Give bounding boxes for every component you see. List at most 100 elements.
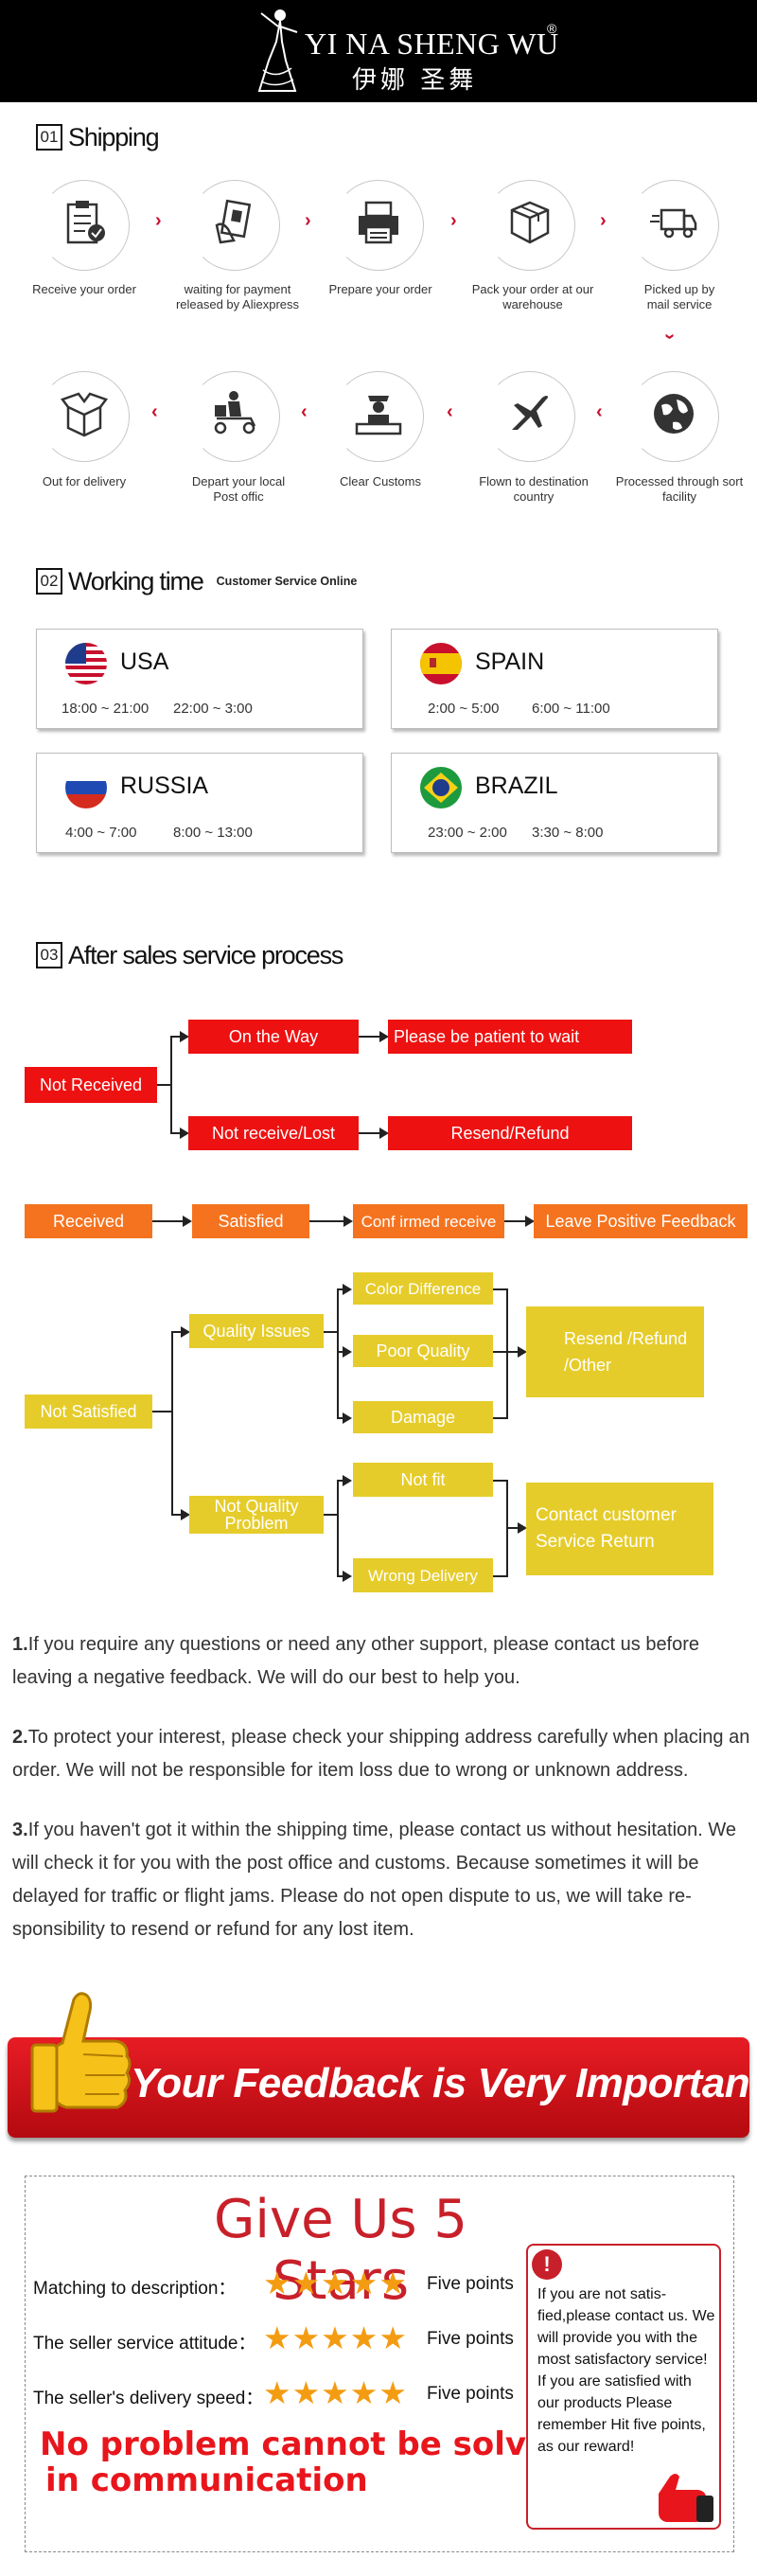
time-range: 4:00 ~ 7:00 [65, 825, 137, 841]
step-circle [39, 180, 130, 271]
step-label: Depart your local Post offic [191, 474, 286, 504]
arrow-right-icon [525, 1216, 535, 1227]
after-sales-heading: 03 After sales service process [36, 939, 343, 971]
thumbs-up-icon [30, 1992, 132, 2113]
connector-line [337, 1480, 339, 1576]
thumbs-up-hand-icon [659, 2474, 713, 2522]
country-name: BRAZIL [475, 773, 558, 799]
step-label: Receive your order [32, 282, 136, 296]
step-label: waiting for payment released by Aliexpre… [175, 282, 300, 311]
connector-line [493, 1417, 506, 1419]
connector-line [337, 1417, 344, 1419]
no-problem-text: No problem cannot be solved in communica… [40, 2426, 571, 2498]
rating-label: Matching to description： [33, 2279, 237, 2299]
connector-line [157, 1084, 170, 1086]
arrow-right-icon [183, 1216, 192, 1227]
arrow-right-icon [343, 1346, 352, 1358]
shipping-heading: 01 Shipping [36, 121, 160, 153]
connector-line [171, 1331, 173, 1515]
section-number: 02 [36, 568, 62, 595]
connector-line [493, 1575, 506, 1577]
connector-line [359, 1036, 381, 1038]
connector-line [337, 1288, 344, 1290]
time-range: 2:00 ~ 5:00 [428, 701, 500, 717]
damage-box: Damage [353, 1401, 493, 1433]
received-box: Received [25, 1204, 152, 1238]
step-circle [628, 371, 719, 462]
arrow-right-icon [518, 1346, 527, 1358]
quality-issues-box: Quality Issues [189, 1314, 324, 1348]
rating-points: Five points [427, 2274, 514, 2294]
clipboard-check-icon [66, 201, 105, 244]
chevron-left-icon: ‹ [596, 401, 603, 422]
chevron-left-icon: ‹ [151, 401, 158, 422]
section-title: Shipping [68, 122, 160, 151]
time-range: 23:00 ~ 2:00 [428, 825, 507, 841]
country-card-russia: RUSSIA 4:00 ~ 7:00 8:00 ~ 13:00 [36, 753, 363, 853]
time-range: 22:00 ~ 3:00 [173, 701, 253, 717]
connector-line [337, 1351, 344, 1353]
note-text: If you haven't got it within the shippin… [12, 1820, 737, 1940]
step-circle [189, 180, 280, 271]
connector-line [506, 1288, 508, 1419]
russia-flag-icon [65, 767, 107, 808]
connector-line [170, 1132, 182, 1134]
arrow-right-icon [379, 1128, 389, 1139]
note-number: 1. [12, 1634, 28, 1655]
chevron-left-icon: ‹ [301, 401, 308, 422]
resend-refund-other-box: Resend /Refund /Other [526, 1306, 704, 1397]
note-number: 3. [12, 1820, 28, 1840]
connector-line [152, 1411, 171, 1412]
step-label: Flown to destination country [479, 474, 589, 504]
satisfaction-note-text: If you are not satis-fied,please contact… [537, 2286, 715, 2455]
time-range: 3:30 ~ 8:00 [532, 825, 604, 841]
arrow-right-icon [180, 1031, 189, 1042]
section-subtitle: Customer Service Online [216, 575, 358, 588]
connector-line [170, 1036, 182, 1038]
connector-line [493, 1288, 506, 1290]
brazil-flag-icon [420, 767, 462, 808]
step-label: Processed through sort facility [615, 474, 744, 504]
connector-line [508, 1527, 519, 1529]
note-3: 3.If you haven't got it within the shipp… [12, 1814, 750, 1946]
connector-line [324, 1514, 337, 1516]
brand-header: YI NA SHENG WU ® 伊娜 圣舞 [0, 0, 757, 102]
connector-line [337, 1480, 344, 1482]
arrow-right-icon [379, 1031, 389, 1042]
connector-line [171, 1514, 183, 1516]
note-2: 2.To protect your interest, please check… [12, 1721, 750, 1787]
no-problem-line: in communication [45, 2461, 368, 2499]
arrow-right-icon [180, 1128, 189, 1139]
confirmed-receive-box: Conf irmed receive [353, 1204, 504, 1238]
color-difference-box: Color Difference [353, 1272, 493, 1305]
leave-feedback-box: Leave Positive Feedback [534, 1204, 748, 1238]
time-range: 18:00 ~ 21:00 [62, 701, 150, 717]
country-card-spain: SPAIN 2:00 ~ 5:00 6:00 ~ 11:00 [391, 629, 718, 729]
rating-stars: ★★★★★ [263, 2265, 408, 2301]
step-circle [628, 180, 719, 271]
give-stars-title: Give Us 5 Stars [214, 2189, 467, 2312]
connector-line [170, 1036, 172, 1133]
connector-line [493, 1480, 506, 1482]
section-number: 01 [36, 124, 62, 151]
on-the-way-box: On the Way [188, 1020, 359, 1054]
open-box-icon [60, 392, 109, 437]
no-problem-line: No problem cannot be solved [40, 2425, 572, 2463]
connector-line [171, 1331, 183, 1333]
brand-name-chinese: 伊娜 圣舞 [352, 66, 478, 95]
connector-line [508, 1351, 519, 1353]
feedback-banner [8, 2037, 749, 2138]
wrong-delivery-box: Wrong Delivery [353, 1558, 493, 1592]
feedback-banner-text: Your Feedback is Very Important [131, 2060, 757, 2106]
payment-card-icon [215, 199, 252, 244]
country-name: SPAIN [475, 648, 545, 675]
connector-line [359, 1132, 381, 1134]
step-label: Picked up by mail service [643, 282, 715, 311]
connector-line [152, 1220, 185, 1222]
step-label: Pack your order at our warehouse [471, 282, 594, 311]
section-number: 03 [36, 942, 62, 968]
be-patient-box: Please be patient to wait [388, 1020, 632, 1054]
connector-line [337, 1288, 339, 1418]
step-label: Clear Customs [340, 474, 421, 489]
rating-stars: ★★★★★ [263, 2375, 408, 2410]
